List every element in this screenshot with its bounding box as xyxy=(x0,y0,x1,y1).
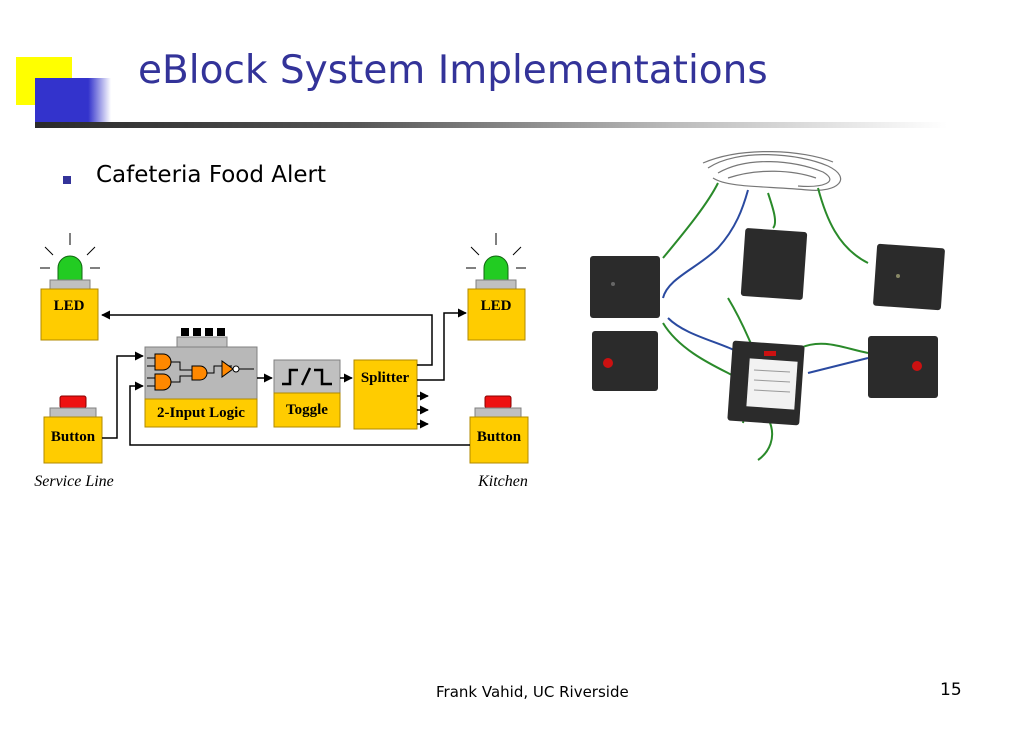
wire-left-button-to-logic xyxy=(102,351,144,439)
button-box xyxy=(469,416,529,464)
bullet-item: Cafeteria Food Alert xyxy=(96,162,327,188)
toggle-label: Toggle xyxy=(286,402,328,418)
connection-wires xyxy=(101,308,470,446)
green-led-icon xyxy=(57,255,83,281)
splitter-spare-outputs xyxy=(417,391,429,429)
button-block-left: Button xyxy=(43,395,103,464)
logic-gates-icon xyxy=(147,353,254,391)
led-light-rays-icon xyxy=(40,233,100,269)
bullet-square-icon xyxy=(63,176,71,184)
eblock-button-box xyxy=(592,331,658,391)
led-box xyxy=(467,288,526,341)
eblock-sensor-box xyxy=(590,256,660,318)
caption-service-line: Service Line xyxy=(34,473,114,490)
led-block-left: LED xyxy=(40,233,100,341)
eblock-logic-box xyxy=(740,228,808,300)
logic-block: 2-Input Logic xyxy=(144,328,258,428)
toggle-block: Toggle xyxy=(273,359,341,428)
cable-coil xyxy=(702,151,842,191)
slide-page-number: 15 xyxy=(940,680,962,700)
wire-splitter-to-left-led xyxy=(101,310,433,366)
logic-label: 2-Input Logic xyxy=(157,405,245,421)
caption-kitchen: Kitchen xyxy=(477,473,528,490)
toggle-waveform-icon xyxy=(282,367,332,386)
eblock-system-photo xyxy=(590,151,945,461)
splitter-label: Splitter xyxy=(361,370,410,386)
led-label: LED xyxy=(54,298,85,314)
button-block-right: Button xyxy=(469,395,529,464)
title-underline xyxy=(35,122,947,128)
eblock-splitter-box xyxy=(727,340,805,426)
program-pins-icon xyxy=(181,328,225,336)
cafeteria-food-alert-diagram: LED LED Button Button xyxy=(34,233,529,490)
slide-title: eBlock System Implementations xyxy=(138,48,768,93)
logic-box xyxy=(144,398,258,428)
led-box xyxy=(40,288,99,341)
toggle-symbol-area xyxy=(273,359,341,394)
red-pushbutton-icon xyxy=(59,395,87,409)
splitter-block: Splitter xyxy=(353,359,418,430)
button-box xyxy=(43,416,103,464)
red-pushbutton-icon xyxy=(484,395,512,409)
button-label: Button xyxy=(477,429,522,445)
led-label: LED xyxy=(481,298,512,314)
slide-footer: Frank Vahid, UC Riverside xyxy=(436,683,629,701)
led-light-rays-icon xyxy=(466,233,526,269)
wire-splitter-to-right-led xyxy=(417,308,467,381)
led-block-right: LED xyxy=(466,233,526,341)
green-led-icon xyxy=(483,255,509,281)
eblock-button-box xyxy=(868,336,938,398)
toggle-box xyxy=(273,392,341,428)
eblock-sensor-box xyxy=(873,243,945,311)
wire-right-button-to-logic xyxy=(129,381,470,446)
title-decoration-blue xyxy=(35,78,111,124)
splitter-box xyxy=(353,359,418,430)
button-label: Button xyxy=(51,429,96,445)
